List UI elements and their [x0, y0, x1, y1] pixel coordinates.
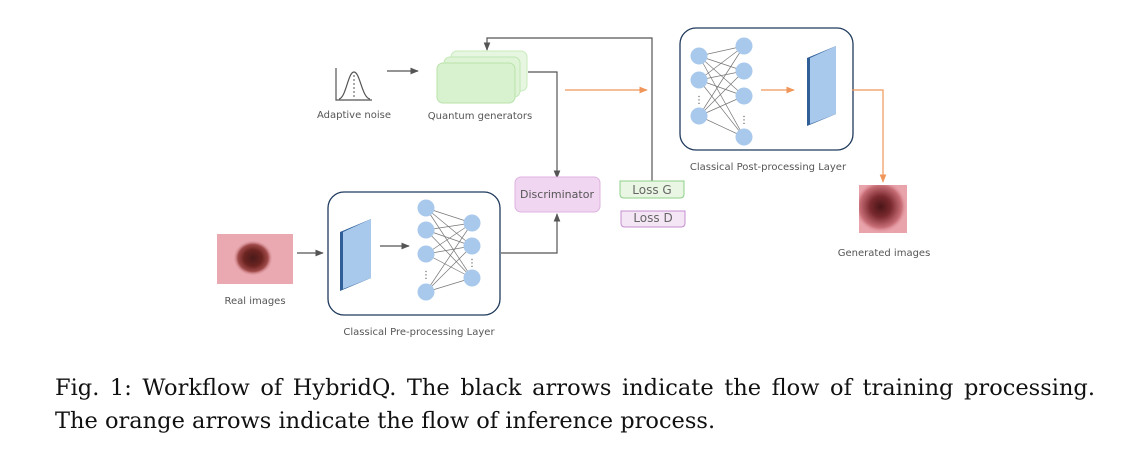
loss-g-badge [619, 180, 685, 199]
post-layer-ellipsis-left: ⋮ [694, 95, 704, 106]
workflow-diagram: Adaptive noise Quantum generators Discri… [217, 27, 931, 338]
loss-d-badge [620, 210, 686, 228]
real-image [217, 234, 293, 284]
pre-layer-network [425, 207, 473, 293]
discriminator-box [514, 176, 601, 213]
pre-layer-neurons [417, 199, 481, 301]
caption-text: Workflow of HybridQ. The black arrows in… [55, 375, 1095, 434]
quantum-generators-stack [436, 50, 528, 104]
figure-caption: Fig. 1: Workflow of HybridQ. The black a… [55, 372, 1095, 438]
post-layer-conv-plane [807, 46, 836, 126]
pre-layer-conv-plane [340, 219, 371, 291]
post-layer-network [698, 45, 745, 138]
arrow-pre-layer-to-discriminator [501, 213, 561, 254]
generated-images-label: Generated images [838, 248, 931, 259]
loss-d-label: Loss D [633, 211, 672, 225]
real-images-label: Real images [224, 296, 285, 307]
post-layer-neurons [690, 37, 753, 146]
adaptive-noise-icon [335, 68, 372, 101]
pre-layer-ellipsis-left: ⋮ [421, 270, 431, 281]
discriminator-label: Discriminator [520, 188, 594, 201]
arrow-generators-to-discriminator [528, 71, 561, 179]
pre-layer-ellipsis-right: ⋮ [467, 258, 477, 269]
post-layer-label: Classical Post-processing Layer [690, 162, 847, 173]
arrow-lossg-to-generators [483, 37, 653, 181]
figure-label: Fig. 1: [55, 375, 132, 401]
arrow-post-layer-to-generated [852, 89, 887, 183]
post-layer-ellipsis-right: ⋮ [739, 115, 749, 126]
adaptive-noise-label: Adaptive noise [317, 110, 391, 121]
pre-layer-label: Classical Pre-processing Layer [343, 327, 495, 338]
loss-g-label: Loss G [632, 183, 671, 197]
generated-image [859, 185, 907, 233]
quantum-generators-label: Quantum generators [428, 111, 532, 122]
